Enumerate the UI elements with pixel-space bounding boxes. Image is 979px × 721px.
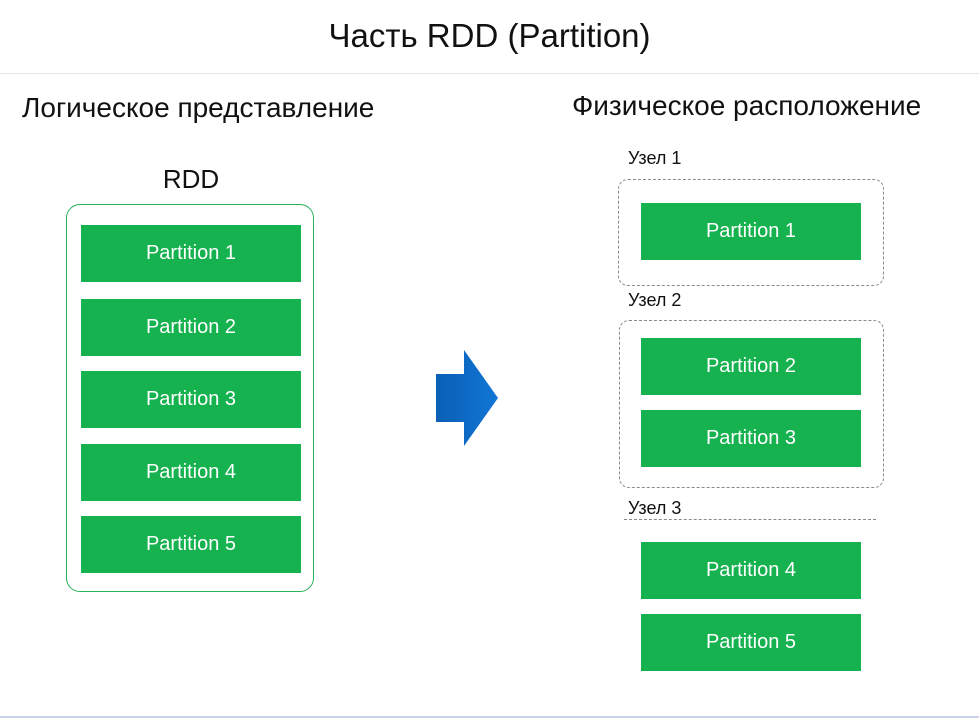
logical-partition-4: Partition 4 xyxy=(81,444,301,501)
slide-title: Часть RDD (Partition) xyxy=(328,17,651,54)
physical-heading: Физическое расположение xyxy=(572,90,922,121)
node-3-label: Узел 3 xyxy=(628,498,682,518)
node-1-label: Узел 1 xyxy=(628,148,682,168)
bottom-divider xyxy=(0,716,979,718)
node-3-partition-4: Partition 4 xyxy=(641,542,861,599)
logical-partition-3: Partition 3 xyxy=(81,371,301,428)
node-2-label: Узел 2 xyxy=(628,290,682,310)
logical-heading: Логическое представление xyxy=(22,92,375,123)
logical-partition-2: Partition 2 xyxy=(81,299,301,356)
node-3-partition-5: Partition 5 xyxy=(641,614,861,671)
node-2-partition-3: Partition 3 xyxy=(641,410,861,467)
node-1-partition-1: Partition 1 xyxy=(641,203,861,260)
node-3-divider xyxy=(624,519,876,520)
logical-partition-1: Partition 1 xyxy=(81,225,301,282)
rdd-label: RDD xyxy=(162,164,220,194)
title-divider xyxy=(0,73,979,74)
rdd-container xyxy=(66,204,314,592)
right-arrow-icon xyxy=(436,350,498,446)
node-2-box xyxy=(619,320,884,488)
node-1-box xyxy=(618,179,884,286)
logical-partition-5: Partition 5 xyxy=(81,516,301,573)
node-2-partition-2: Partition 2 xyxy=(641,338,861,395)
